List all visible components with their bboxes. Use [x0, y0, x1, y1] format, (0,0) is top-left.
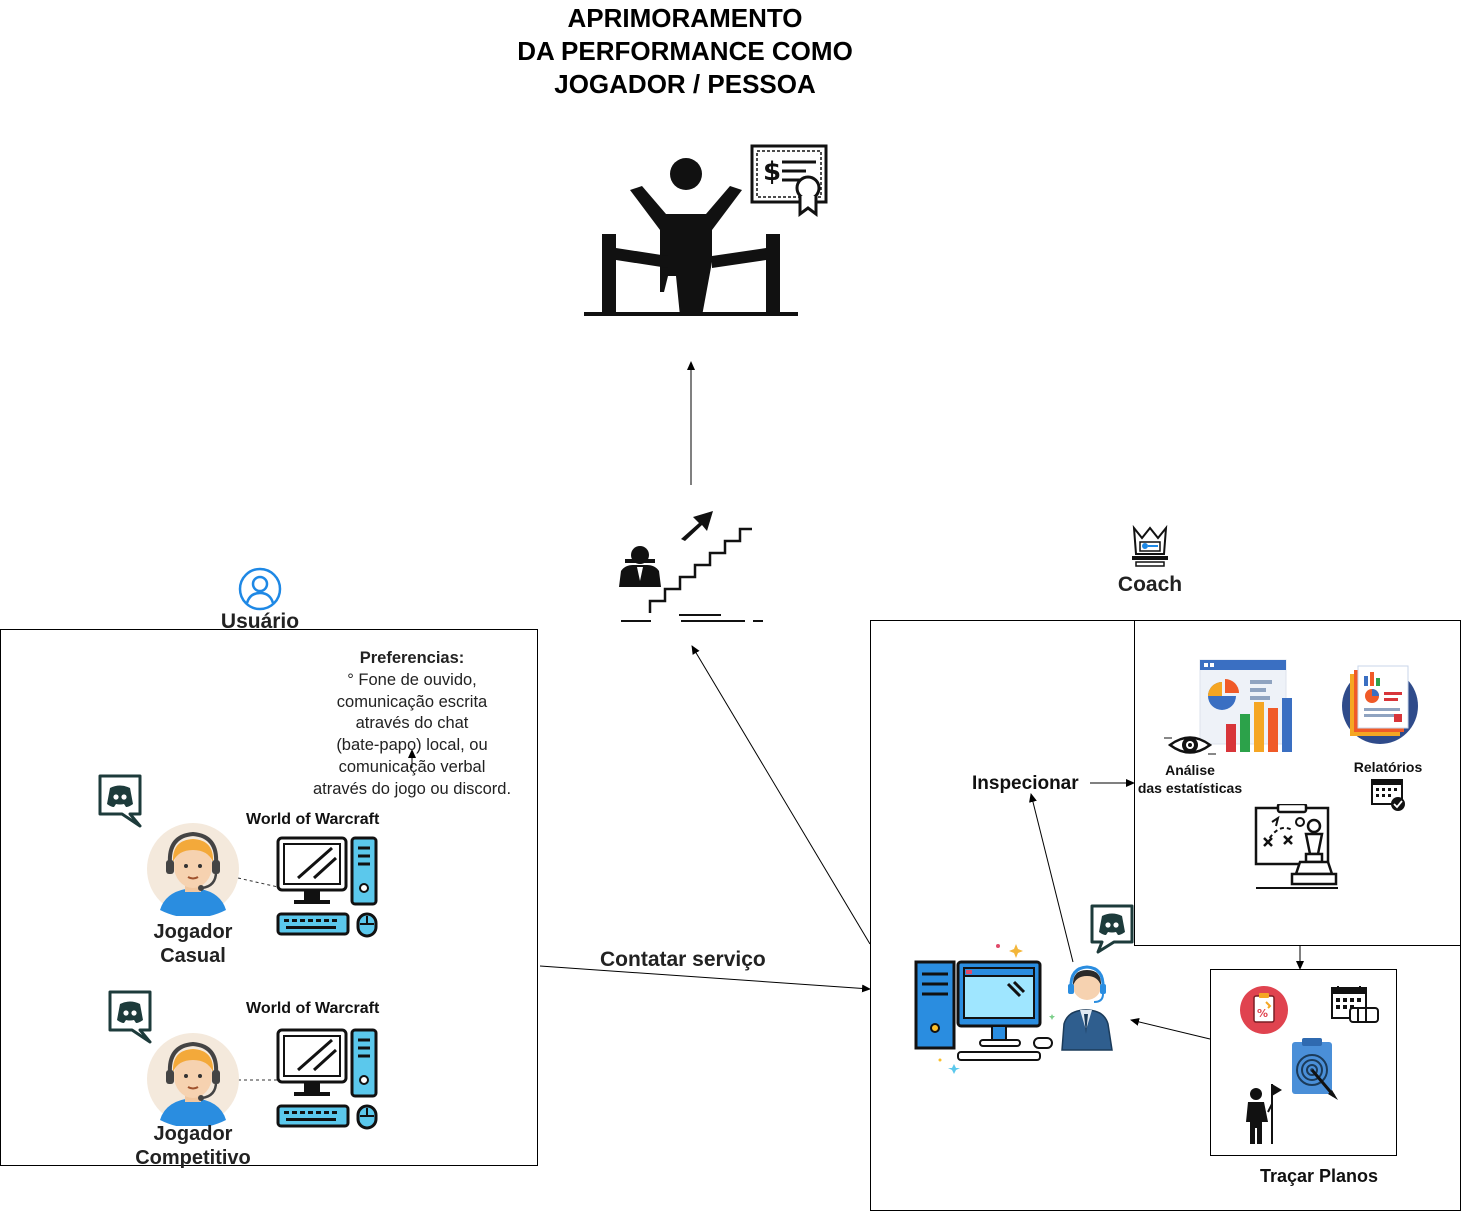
edge-coach-to-growth: [691, 645, 871, 945]
desktop-computer-icon: [914, 944, 1055, 1074]
contact-service-label: Contatar serviço: [600, 948, 766, 971]
headset-avatar-icon: [147, 823, 239, 916]
desktop-computer-icon: [276, 1028, 378, 1130]
diagram-title: APRIMORAMENTO DA PERFORMANCE COMO JOGADO…: [430, 2, 940, 101]
preferences-line: ° Fone de ouvido,: [347, 670, 477, 689]
report-document-icon: [1342, 665, 1418, 744]
target-clipboard-icon: %: [1240, 986, 1288, 1034]
support-agent-icon: [1061, 965, 1113, 1051]
preferences-line: através do chat: [355, 714, 469, 733]
preferences-note: Preferencias: ° Fone de ouvido, comunica…: [292, 648, 532, 801]
title-line-1: APRIMORAMENTO: [567, 3, 803, 33]
finish-line-winner-icon: [584, 158, 798, 316]
coach-label: Coach: [1117, 573, 1183, 596]
player-casual-label: Jogador Casual: [128, 920, 258, 968]
career-stairs-icon: [619, 511, 763, 622]
analysis-label: Análise das estatísticas: [1130, 761, 1250, 797]
certificate-icon: $: [750, 144, 828, 217]
discord-chat-icon: [98, 774, 142, 828]
calendar-icon: [1371, 779, 1405, 811]
title-line-3: JOGADOR / PESSOA: [554, 69, 816, 99]
user-circle-icon: [238, 567, 282, 611]
preferences-line: comunicação escrita: [336, 692, 488, 711]
analysis-label-line: das estatísticas: [1137, 780, 1243, 796]
title-line-2: DA PERFORMANCE COMO: [517, 36, 853, 66]
game-label: World of Warcraft: [246, 1000, 380, 1017]
target-clipboard-icon: [1292, 1038, 1338, 1100]
user-container: [0, 629, 538, 1166]
player-name-line: Jogador: [153, 1123, 233, 1145]
inspect-label: Inspecionar: [972, 773, 1079, 794]
plans-label: Traçar Planos: [1259, 1166, 1379, 1186]
calendar-icon: [1331, 986, 1379, 1023]
game-label: World of Warcraft: [246, 811, 380, 828]
svg-text:$: $: [763, 157, 781, 187]
preferences-heading: Preferencias:: [359, 649, 465, 667]
headset-avatar-icon: [147, 1033, 239, 1126]
reports-label: Relatórios: [1353, 759, 1423, 775]
eye-icon: [1164, 736, 1216, 755]
crown-key-icon: [1132, 524, 1168, 567]
svg-text:%: %: [1257, 1007, 1268, 1020]
desktop-computer-icon: [276, 836, 378, 938]
player-name-line: Competitivo: [135, 1147, 251, 1169]
player-competitive-label: Jogador Competitivo: [118, 1122, 268, 1170]
analysis-label-line: Análise: [1165, 762, 1215, 778]
discord-chat-icon: [1090, 904, 1134, 954]
person-flag-icon: [1246, 1084, 1282, 1144]
preferences-line: através do jogo ou discord.: [312, 779, 512, 798]
discord-chat-icon: [108, 990, 152, 1044]
chess-strategy-icon: [1254, 804, 1338, 889]
preferences-line: (bate-papo) local, ou: [336, 736, 488, 755]
preferences-line: comunicação verbal: [338, 757, 486, 776]
player-name-line: Casual: [160, 945, 226, 967]
player-name-line: Jogador: [153, 921, 233, 943]
user-label: Usuário: [220, 610, 300, 633]
analytics-dashboard-icon: [1199, 659, 1292, 752]
